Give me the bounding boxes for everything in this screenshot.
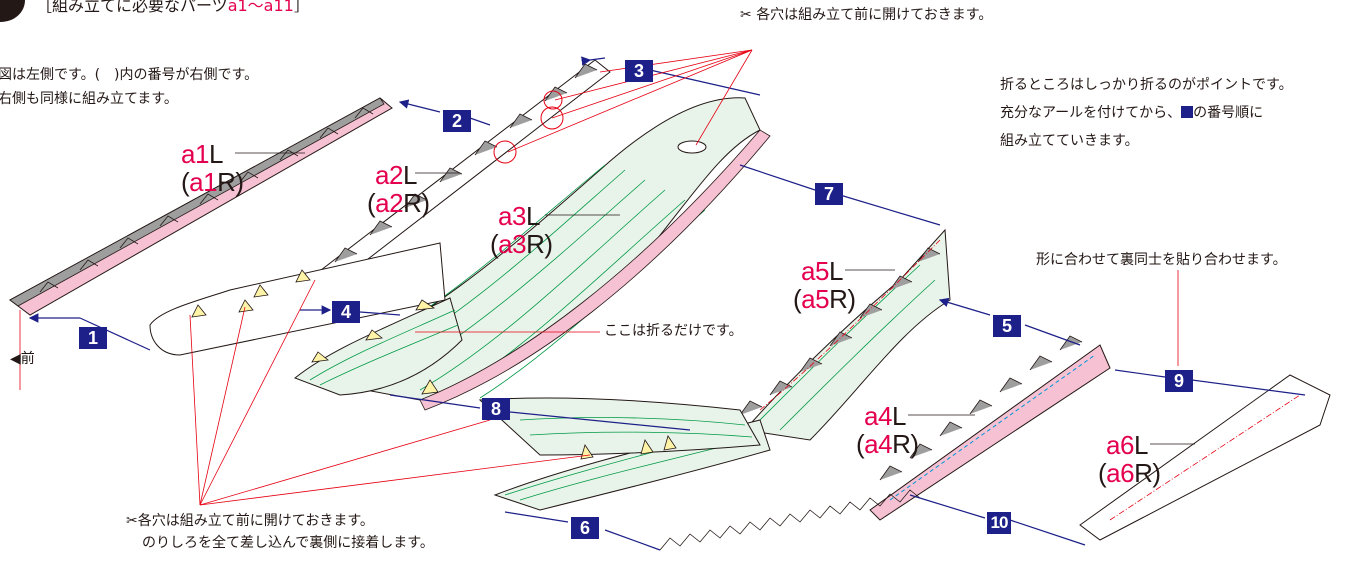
scissors-icon: ✂ <box>740 7 752 23</box>
step-badge-6: 6 <box>571 517 599 539</box>
part-label-a2: a2L (a2R) <box>367 160 430 218</box>
parts-required-title: ［組み立てに必要なパーツa1〜a11］ <box>36 0 310 15</box>
part-label-a5: a5L (a5R) <box>793 256 856 314</box>
left-side-note-2: 右側も同様に組み立てます。 <box>0 91 178 107</box>
instruction-line-3: 組み立てていきます。 <box>1000 133 1139 149</box>
step-badge-2: 2 <box>443 110 471 132</box>
left-side-note-1: 図は左側です。( )内の番号が右側です。 <box>0 67 259 83</box>
part-label-a1: a1L (a1R) <box>181 139 244 197</box>
back-to-back-note: 形に合わせて裏同士を貼り合わせます。 <box>1036 252 1287 268</box>
step-badge-9: 9 <box>1165 370 1193 392</box>
step-connector-lines <box>28 56 1306 551</box>
step-badge-10: 10 <box>987 512 1011 534</box>
leader-lines <box>19 49 1179 506</box>
part-label-a6: a6L (a6R) <box>1098 430 1161 488</box>
glue-note-bottom: のりしろを全て差し込んで裏側に接着します。 <box>142 535 434 551</box>
step-badge-4: 4 <box>332 301 360 323</box>
fold-only-note: ここは折るだけです。 <box>604 323 743 339</box>
section-number-circle <box>0 0 25 22</box>
part-a1-shape <box>9 97 393 316</box>
part-a5-shape <box>739 228 951 441</box>
part-a4-shape <box>659 335 1111 551</box>
part-label-a3: a3L (a3R) <box>490 201 553 259</box>
part-a4-bow-shape <box>149 242 463 396</box>
part-bottom-floor-shape <box>478 397 771 511</box>
step-badge-8: 8 <box>482 398 510 420</box>
step-badge-7: 7 <box>815 183 843 205</box>
step-badge-1: 1 <box>79 327 107 349</box>
scissor-note-bottom: ✂各穴は組み立て前に開けておきます。 <box>126 513 374 529</box>
step-square-icon <box>1181 106 1194 118</box>
instruction-line-1: 折るところはしっかり折るのがポイントです。 <box>1000 77 1293 93</box>
step-badge-3: 3 <box>625 60 653 82</box>
scissor-note-top: ✂ 各穴は組み立て前に開けておきます。 <box>740 7 993 23</box>
label-leader-lines <box>235 152 1195 445</box>
step-badge-5: 5 <box>993 315 1021 337</box>
instruction-line-2: 充分なアールを付けてから、の番号順に <box>1000 105 1264 121</box>
part-label-a4: a4L (a4R) <box>856 401 919 459</box>
part-a6-shape <box>1079 374 1331 541</box>
front-indicator: ◀前 <box>10 351 35 367</box>
scissors-icon: ✂ <box>126 513 138 529</box>
front-arrow-icon: ◀ <box>10 351 21 367</box>
